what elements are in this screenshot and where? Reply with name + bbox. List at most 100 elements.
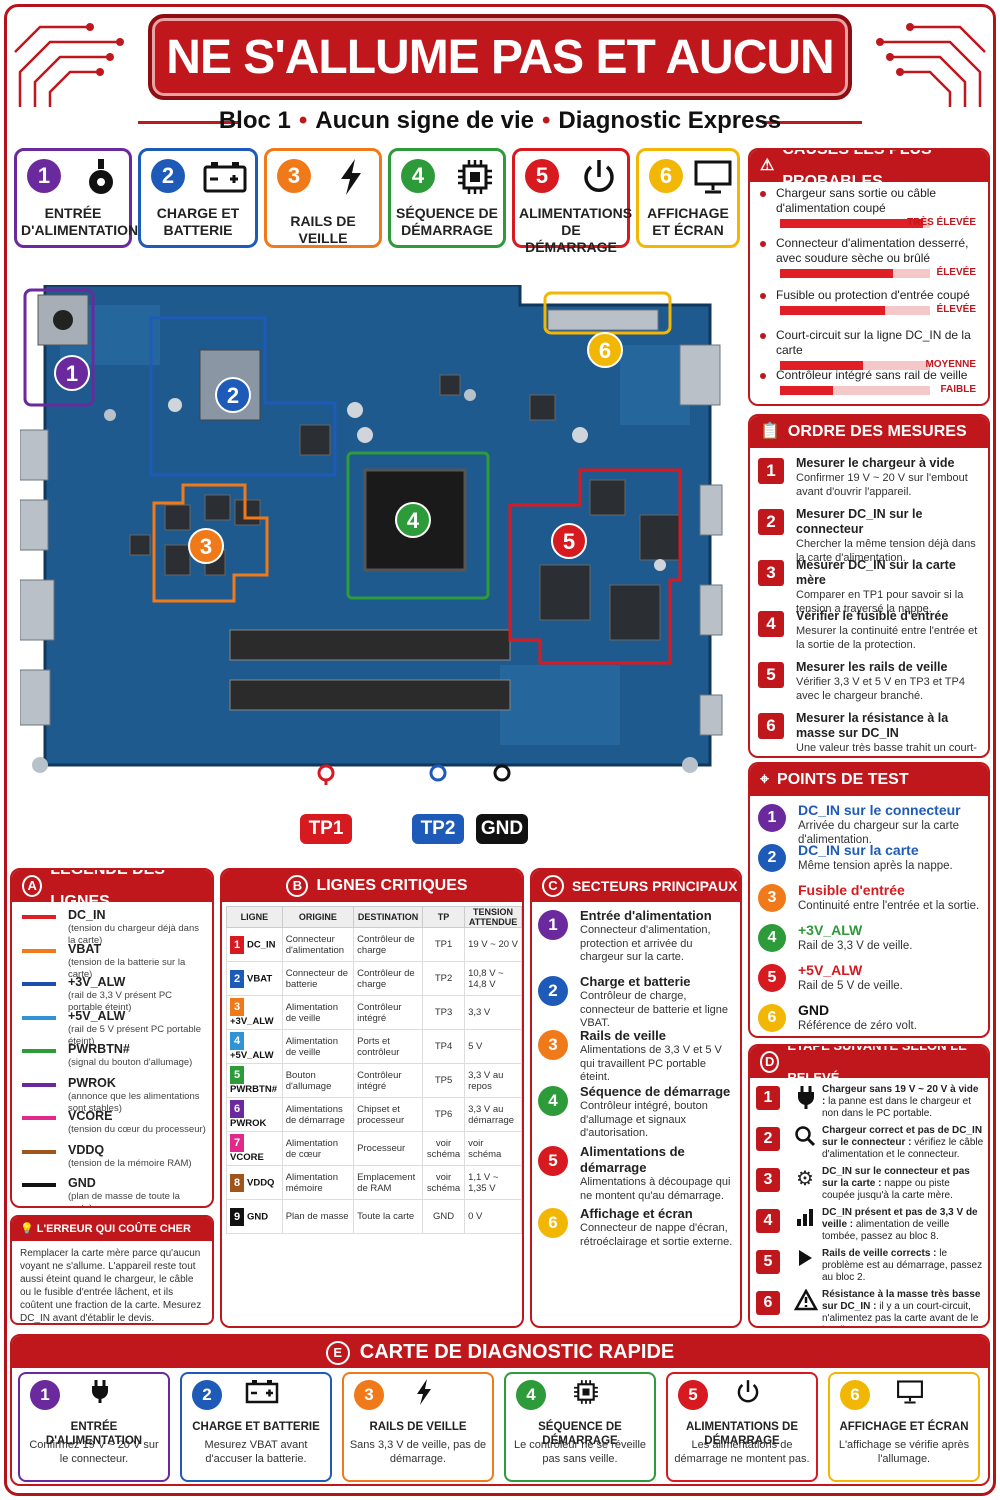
legend-name: PWRBTN# xyxy=(68,1042,130,1056)
power-icon xyxy=(575,157,623,197)
bullet xyxy=(760,241,766,247)
critical-badge: B xyxy=(286,875,309,897)
page-title: NE S'ALLUME PAS ET AUCUN VOYANT xyxy=(148,14,852,164)
legend-swatch xyxy=(22,915,56,919)
legend-item: DC_IN(tension du chargeur déjà dans la c… xyxy=(22,908,206,947)
section-card-2: 2 CHARGE ET BATTERIE xyxy=(138,148,258,248)
sector-title: Séquence de démarrage xyxy=(580,1084,731,1099)
test-point-title: GND xyxy=(798,1002,830,1018)
test-point-description: Rail de 5 V de veille. xyxy=(798,980,903,992)
step-description: Confirmer 19 V ~ 20 V sur l'embout avant… xyxy=(796,472,968,498)
table-cell-voltage: voir schéma xyxy=(464,1131,522,1166)
order-title: ORDRE DES MESURES xyxy=(787,423,967,440)
subtitle-rule-right xyxy=(762,121,862,124)
line-name: GND xyxy=(247,1211,269,1222)
cause-item: Chargeur sans sortie ou câble d'alimenta… xyxy=(760,186,976,228)
legend-item: VDDQ(tension de la mémoire RAM) xyxy=(22,1143,206,1170)
power-icon xyxy=(728,1378,768,1414)
table-cell-line: 7VCORE xyxy=(226,1131,283,1166)
legend-swatch xyxy=(22,1082,56,1087)
section-number: 2 xyxy=(151,159,185,193)
legend-description: (plan de masse de toute la carte) xyxy=(68,1191,180,1206)
gear-icon: ⚙ xyxy=(796,1168,814,1190)
legend-swatch xyxy=(22,948,56,953)
quick-card-number: 3 xyxy=(354,1380,384,1410)
next-step-condition: Rails de veille corrects : xyxy=(822,1248,937,1259)
battery-icon xyxy=(201,157,249,197)
probability-level: ÉLEVÉE xyxy=(936,267,976,278)
table-cell-tp: voir schéma xyxy=(421,1165,466,1200)
quick-card-number: 4 xyxy=(516,1380,546,1410)
quick-card-number: 2 xyxy=(192,1380,222,1410)
quick-card-title: CHARGE ET BATTERIE xyxy=(192,1421,320,1433)
legend-description: (tension du cœur du processeur) xyxy=(68,1124,206,1135)
table-cell-tp: TP4 xyxy=(421,1029,466,1064)
table-cell-line: 4+5V_ALW xyxy=(226,1029,283,1064)
next-step-action: nappe ou piste coupée jusqu'à la carte m… xyxy=(822,1178,953,1201)
tp2-label: TP2 xyxy=(412,814,464,844)
sector-title: Rails de veille xyxy=(580,1028,666,1043)
probability-bar xyxy=(780,361,930,370)
cause-text: Fusible ou protection d'entrée coupé xyxy=(776,288,970,302)
step-title: Mesurer DC_IN sur la carte mère xyxy=(796,558,956,587)
table-cell-origin: Alimentation de cœur xyxy=(281,1131,355,1166)
step-title: Mesurer les rails de veille xyxy=(796,660,948,674)
monitor-icon xyxy=(890,1378,930,1414)
line-name: DC_IN xyxy=(247,939,276,950)
cause-text: Contrôleur intégré sans rail de veille xyxy=(776,368,968,382)
test-point-title: DC_IN sur la carte xyxy=(798,842,919,858)
sector-number: 2 xyxy=(538,976,568,1006)
quick-card-description: L'affichage se vérifie après l'allumage. xyxy=(838,1439,970,1465)
line-name: PWROK xyxy=(230,1117,267,1129)
quick-card-description: Les alimentations de démarrage ne monten… xyxy=(674,1439,810,1465)
sector-description: Connecteur de nappe d'écran, rétroéclair… xyxy=(580,1222,733,1248)
cause-item: Court-circuit sur la ligne DC_IN de la c… xyxy=(760,328,976,370)
next-step: 3⚙DC_IN sur le connecteur et pas sur la … xyxy=(756,1166,984,1202)
test-point-number: 6 xyxy=(758,1004,786,1032)
section-card-4: 4 SÉQUENCE DE DÉMARRAGE xyxy=(388,148,506,248)
quick-badge: E xyxy=(325,1340,350,1365)
next-step-condition: Résistance à la masse très basse sur DC_… xyxy=(822,1289,981,1312)
next-step-action: le problème est au démarrage, passez au … xyxy=(822,1248,983,1283)
page-subtitle: Bloc 1•Aucun signe de vie•Diagnostic Exp… xyxy=(140,104,860,138)
next-step-action: vérifiez le câble d'alimentation et le c… xyxy=(822,1137,984,1160)
section-number: 4 xyxy=(401,159,435,193)
sectors-title: SECTEURS PRINCIPAUX xyxy=(572,878,738,894)
sector-title: Alimentations de démarrage xyxy=(580,1144,685,1175)
line-name: VBAT xyxy=(247,973,273,984)
legend-name: GND xyxy=(68,1176,96,1190)
cause-text: Chargeur sans sortie ou câble d'alimenta… xyxy=(776,186,937,215)
chip-icon xyxy=(451,157,499,197)
legend-item: GND(plan de masse de toute la carte) xyxy=(22,1176,206,1206)
sector-number: 3 xyxy=(538,1030,568,1060)
section-card-3: 3 RAILS DE VEILLE xyxy=(264,148,382,248)
row-number: 4 xyxy=(230,1031,244,1050)
legend-item: +3V_ALW(rail de 3,3 V présent PC portabl… xyxy=(22,975,206,1014)
test-point-description: Rail de 3,3 V de veille. xyxy=(798,940,913,952)
